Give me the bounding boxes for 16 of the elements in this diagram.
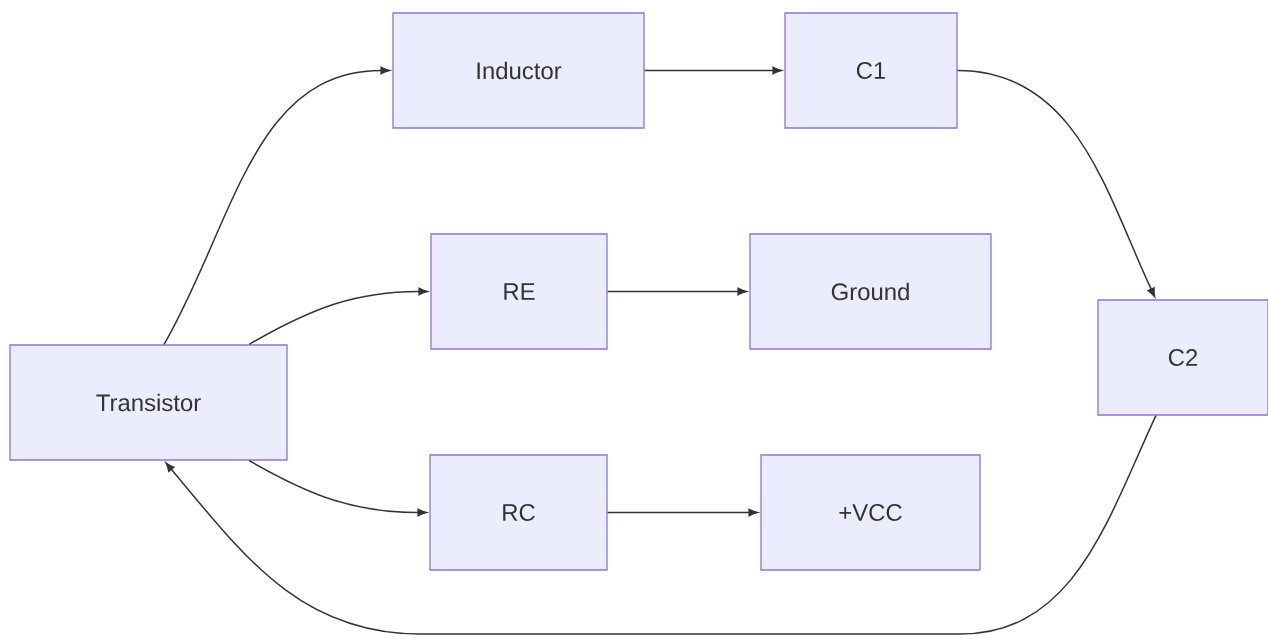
arrow bbox=[606, 508, 758, 517]
arrow bbox=[956, 69, 1156, 298]
arrow bbox=[248, 459, 427, 517]
process-box: Inductor bbox=[392, 12, 645, 129]
arrow bbox=[606, 287, 747, 296]
process-box: Transistor bbox=[9, 344, 288, 461]
arrow bbox=[165, 414, 1157, 635]
process-box: RE bbox=[430, 233, 608, 350]
arrow bbox=[163, 66, 390, 346]
process-box: C1 bbox=[784, 12, 958, 129]
process-box: +VCC bbox=[760, 454, 981, 571]
arrow bbox=[248, 287, 428, 346]
process-box: C2 bbox=[1097, 299, 1268, 416]
process-box: Ground bbox=[749, 233, 992, 350]
process-box: RC bbox=[429, 454, 608, 571]
arrow bbox=[643, 66, 782, 75]
